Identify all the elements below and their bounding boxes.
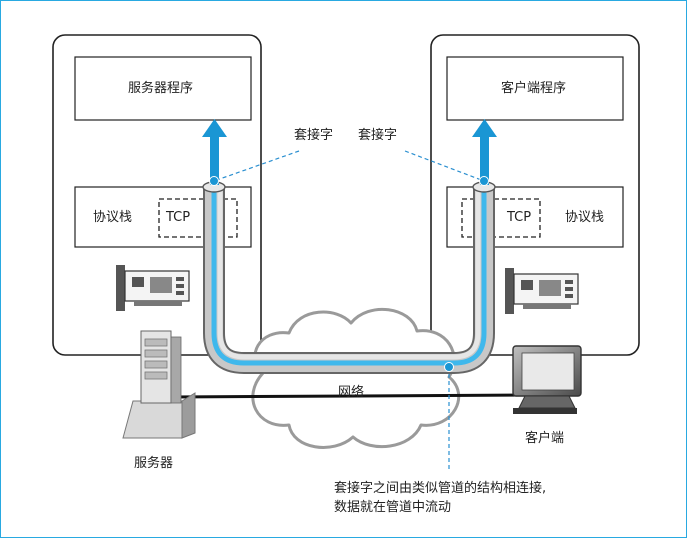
server-tower-icon — [122, 330, 196, 439]
socket-point — [209, 176, 219, 186]
server-stack-label: 协议栈 — [93, 210, 133, 225]
server-device-label: 服务器 — [134, 456, 174, 471]
crt-monitor-icon — [512, 345, 582, 414]
network-card-icon — [116, 265, 190, 311]
client-device-label: 客户端 — [525, 431, 565, 446]
socket-point — [479, 176, 489, 186]
server-app-label: 服务器程序 — [128, 81, 194, 96]
caption-line-1: 套接字之间由类似管道的结构相连接, — [334, 481, 547, 496]
cloud-icon — [251, 307, 461, 449]
server-tcp-box — [158, 198, 238, 238]
socket-label: 套接字 — [294, 128, 334, 143]
server-app-box — [74, 56, 252, 121]
client-stack-label: 协议栈 — [565, 210, 605, 225]
upward-arrow-icon — [472, 119, 497, 185]
socket-leader-line — [213, 150, 300, 182]
client-app-label: 客户端程序 — [501, 81, 567, 96]
client-app-box — [446, 56, 624, 121]
server-tcp-label: TCP — [166, 210, 191, 225]
client-tcp-label: TCP — [507, 210, 532, 225]
connection-pipe-shade — [217, 187, 481, 360]
upward-arrow-icon — [202, 119, 227, 185]
data-flow-line — [211, 187, 487, 366]
caption-point — [444, 362, 454, 372]
network-label: 网络 — [338, 385, 365, 400]
caption-line-2: 数据就在管道中流动 — [334, 500, 452, 515]
socket-label: 套接字 — [358, 128, 398, 143]
lan-cable — [170, 393, 542, 399]
network-card-icon — [505, 268, 579, 314]
socket-leader-line — [404, 150, 485, 182]
client-tcp-box — [461, 198, 541, 238]
